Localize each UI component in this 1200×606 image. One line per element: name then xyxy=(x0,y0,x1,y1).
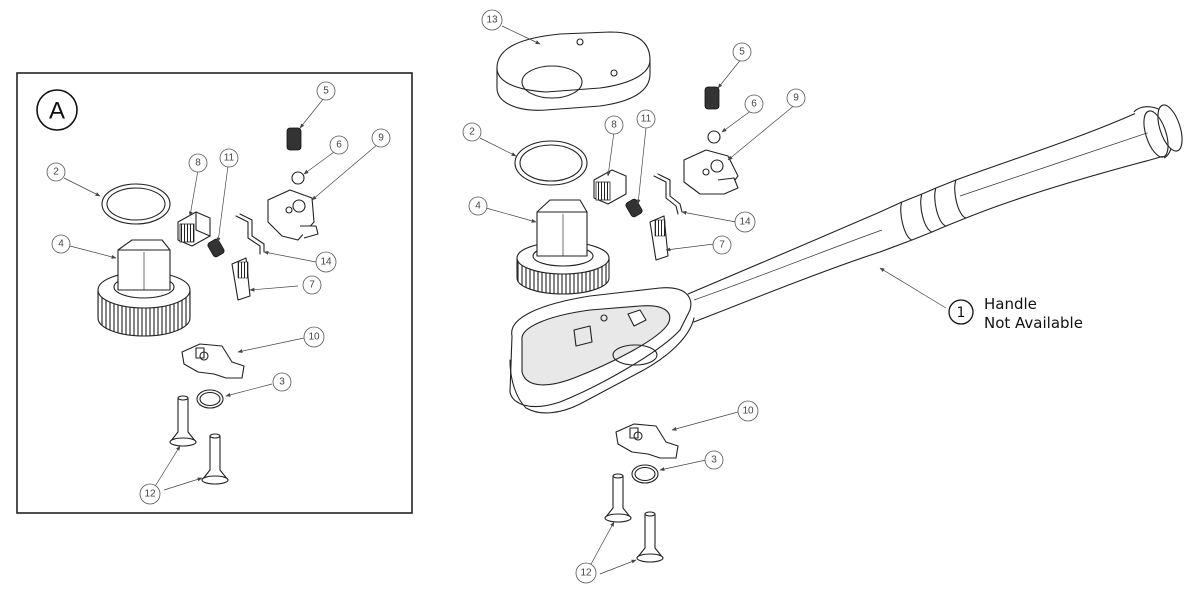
callouts-inset: 5 6 9 2 8 11 4 14 7 10 3 12 xyxy=(46,81,391,505)
inset-part-block-9 xyxy=(267,189,319,241)
svg-text:11: 11 xyxy=(641,114,652,125)
inset-callout-7: 7 xyxy=(302,275,322,295)
inset-part-spring-5 xyxy=(286,127,302,151)
svg-text:3: 3 xyxy=(711,455,717,466)
handle-label-line2: Not Available xyxy=(984,314,1083,332)
svg-text:14: 14 xyxy=(320,257,332,268)
handle-label-line1: Handle xyxy=(984,295,1037,313)
callout-12: 12 xyxy=(575,562,597,584)
inset-part-pawl-7 xyxy=(231,257,251,301)
inset-part-pins-12 xyxy=(169,395,229,485)
callout-3: 3 xyxy=(704,450,724,470)
svg-text:11: 11 xyxy=(224,153,235,164)
inset-callout-12: 12 xyxy=(139,483,161,505)
inset-callout-9: 9 xyxy=(371,128,391,148)
callout-14: 14 xyxy=(734,211,756,233)
part-clip-14 xyxy=(653,173,683,215)
inset-badge xyxy=(36,89,78,131)
inset-callout-2: 2 xyxy=(46,162,66,182)
part-drive-4 xyxy=(516,199,610,295)
svg-text:14: 14 xyxy=(739,217,751,228)
callout-9: 9 xyxy=(786,88,806,108)
part-block-9 xyxy=(683,149,739,195)
svg-text:12: 12 xyxy=(144,489,156,500)
part-cover-plate-13 xyxy=(496,31,651,111)
part-pawl-8 xyxy=(593,169,627,205)
inset-callout-14: 14 xyxy=(315,251,337,273)
inset-part-pawl-8 xyxy=(177,211,211,247)
main-exploded-view xyxy=(496,31,1183,563)
part-pins-12 xyxy=(604,473,664,563)
inset-part-lever-10 xyxy=(181,343,245,379)
svg-text:8: 8 xyxy=(611,120,617,131)
part-spring-11 xyxy=(625,198,643,218)
inset-letter: A xyxy=(49,98,65,125)
svg-text:5: 5 xyxy=(739,47,745,58)
svg-text:9: 9 xyxy=(378,133,384,144)
part-ring-2 xyxy=(514,140,588,186)
callout-10: 10 xyxy=(737,400,759,422)
callouts-main: 13 5 6 9 2 8 11 4 14 7 10 3 12 xyxy=(462,9,806,584)
callout-13: 13 xyxy=(481,9,503,31)
svg-text:13: 13 xyxy=(486,15,498,26)
part-pawl-7 xyxy=(649,215,669,261)
svg-text:12: 12 xyxy=(580,568,592,579)
svg-text:10: 10 xyxy=(308,332,320,343)
handle-note: 1 Handle Not Available xyxy=(948,295,1083,332)
inset-callout-4: 4 xyxy=(51,234,71,254)
callout-7: 7 xyxy=(712,235,732,255)
inset-part-oring-3 xyxy=(196,389,224,409)
inset-part-drive-4 xyxy=(97,239,191,337)
part-oring-3 xyxy=(631,464,659,484)
svg-text:7: 7 xyxy=(309,280,315,291)
inset-part-spring-11 xyxy=(207,238,225,258)
callout-2: 2 xyxy=(462,122,482,142)
svg-text:2: 2 xyxy=(469,127,475,138)
part-spring-5 xyxy=(704,86,720,110)
inset-panel-a: A xyxy=(16,72,413,514)
svg-text:4: 4 xyxy=(58,239,64,250)
inset-callout-11: 11 xyxy=(219,148,239,168)
inset-part-ball-6 xyxy=(291,171,305,185)
svg-text:10: 10 xyxy=(742,406,754,417)
part-handle-1 xyxy=(509,104,1183,414)
callout-8: 8 xyxy=(604,115,624,135)
svg-text:9: 9 xyxy=(793,93,799,104)
svg-text:8: 8 xyxy=(195,158,201,169)
inset-callout-8: 8 xyxy=(188,153,208,173)
svg-text:7: 7 xyxy=(719,240,725,251)
inset-callout-6: 6 xyxy=(329,135,349,155)
part-ball-6 xyxy=(707,130,721,144)
inset-callout-10: 10 xyxy=(303,326,325,348)
svg-text:2: 2 xyxy=(53,167,59,178)
svg-text:6: 6 xyxy=(336,140,342,151)
svg-text:4: 4 xyxy=(475,201,481,212)
leader-lines xyxy=(63,25,947,575)
callout-5: 5 xyxy=(732,42,752,62)
callout-6: 6 xyxy=(744,94,764,114)
inset-callout-5: 5 xyxy=(316,81,336,101)
handle-number: 1 xyxy=(957,305,966,321)
inset-part-ring-2 xyxy=(101,183,171,225)
handle-number-circle xyxy=(948,299,974,325)
inset-callout-3: 3 xyxy=(272,372,292,392)
inset-part-clip-14 xyxy=(235,213,265,255)
part-lever-10 xyxy=(615,423,679,459)
svg-text:3: 3 xyxy=(279,377,285,388)
callout-11: 11 xyxy=(636,109,656,129)
svg-text:5: 5 xyxy=(323,86,329,97)
inset-frame xyxy=(16,72,413,514)
callout-4: 4 xyxy=(468,196,488,216)
svg-text:6: 6 xyxy=(751,99,757,110)
